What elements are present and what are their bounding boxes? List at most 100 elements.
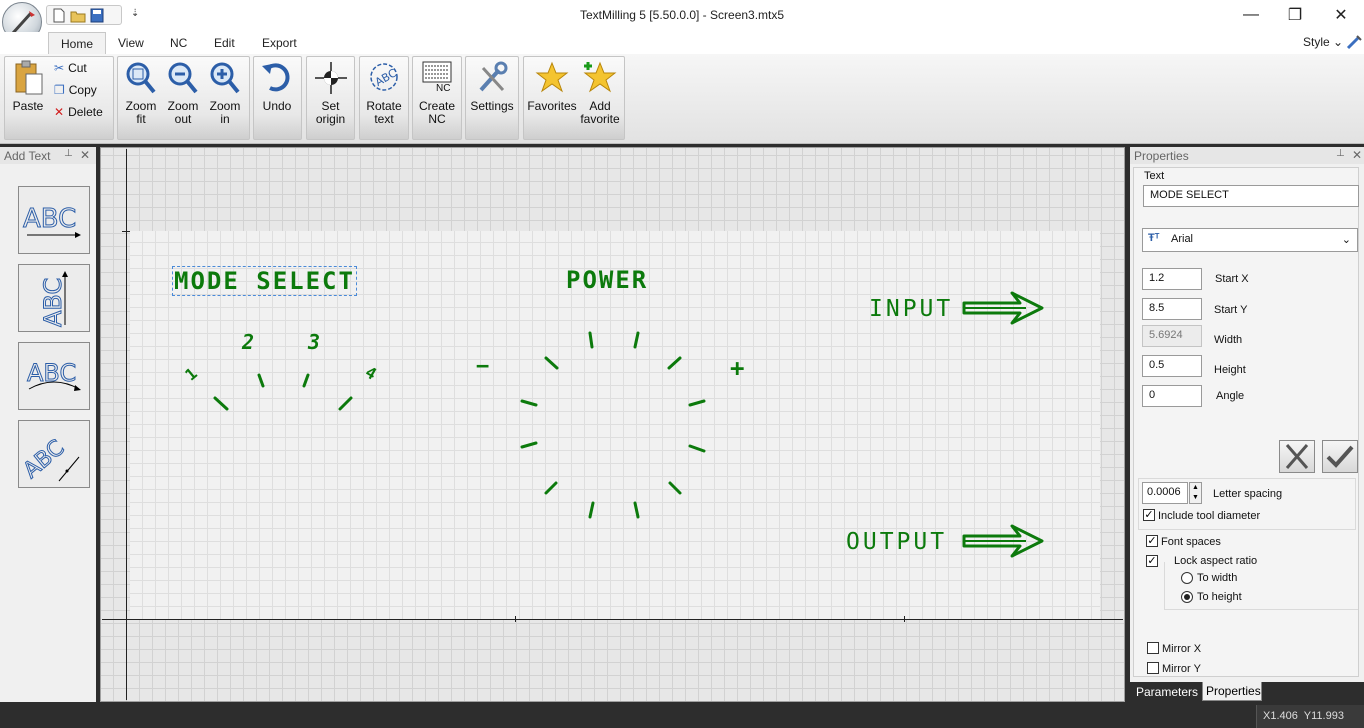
- pin-icon[interactable]: ⊥: [64, 148, 73, 159]
- chevron-down-icon: ⌄: [1341, 234, 1351, 246]
- tab-export[interactable]: Export: [262, 36, 297, 50]
- output-arrow-icon[interactable]: [962, 523, 1046, 559]
- properties-content: [1133, 167, 1359, 677]
- style-menu[interactable]: Style ⌄: [1303, 35, 1344, 49]
- star-icon: [535, 61, 569, 93]
- paste-icon: [15, 60, 43, 95]
- height-field[interactable]: 0.5: [1142, 355, 1202, 377]
- text-input-field[interactable]: MODE SELECT: [1143, 185, 1359, 207]
- cancel-button[interactable]: [1279, 440, 1315, 473]
- x-axis-line: [102, 619, 1123, 620]
- text-plus[interactable]: +: [730, 354, 747, 382]
- undo-arrow-icon: [262, 63, 290, 92]
- close-panel-icon[interactable]: ✕: [80, 148, 91, 162]
- undo-group: [253, 56, 302, 140]
- svg-text:ABC: ABC: [19, 435, 69, 483]
- axis-tick: [515, 616, 516, 622]
- quick-access-dropdown-icon[interactable]: ⇣: [131, 8, 140, 19]
- zoom-fit-icon: [126, 62, 156, 94]
- text-minus[interactable]: −: [476, 354, 492, 379]
- angle-field[interactable]: 0: [1142, 385, 1202, 407]
- start-x-field[interactable]: 1.2: [1142, 268, 1202, 290]
- copy-button[interactable]: ❐Copy: [54, 83, 97, 97]
- vertical-text-icon: ABC: [39, 271, 68, 328]
- zoom-in-icon: [210, 62, 240, 94]
- close-panel-icon[interactable]: ✕: [1352, 148, 1363, 162]
- window-title: TextMilling 5 [5.50.0.0] - Screen3.mtx5: [579, 8, 785, 22]
- mirror-y-label: Mirror Y: [1162, 663, 1201, 675]
- y-axis-line: [126, 149, 127, 700]
- text-number-2[interactable]: 2: [242, 330, 257, 354]
- arc-text-button[interactable]: ABC: [18, 342, 90, 410]
- power-dial-ticks[interactable]: [510, 325, 720, 525]
- paste-button[interactable]: Paste: [8, 60, 48, 113]
- include-tool-diameter-checkbox[interactable]: ✓: [1143, 509, 1155, 521]
- font-spaces-label: Font spaces: [1161, 536, 1221, 548]
- angled-text-button[interactable]: ABC: [18, 420, 90, 488]
- include-tool-diameter-label: Include tool diameter: [1158, 510, 1261, 522]
- tab-nc[interactable]: NC: [170, 36, 188, 50]
- favorites-group: [523, 56, 625, 140]
- open-folder-icon[interactable]: [70, 8, 86, 23]
- text-output[interactable]: OUTPUT: [846, 529, 948, 555]
- font-type-icon: Ŧᵀ: [1148, 232, 1160, 244]
- letter-spacing-spinner[interactable]: ▲▼: [1189, 482, 1202, 504]
- cut-button[interactable]: ✂Cut: [54, 61, 87, 75]
- text-label: Text: [1144, 170, 1165, 182]
- text-mode-select[interactable]: MODE SELECT: [172, 266, 357, 296]
- save-icon[interactable]: [90, 8, 104, 23]
- mirror-x-checkbox[interactable]: [1147, 642, 1159, 654]
- angled-text-icon: ABC: [18, 435, 80, 484]
- svg-text:ABC: ABC: [23, 204, 76, 234]
- straight-text-icon: ABC: [23, 204, 81, 238]
- vertical-text-button[interactable]: ABC: [18, 264, 90, 332]
- lock-aspect-ratio-checkbox[interactable]: ✓: [1146, 555, 1158, 567]
- tab-edit[interactable]: Edit: [214, 36, 235, 50]
- crosshair-origin-icon: [314, 62, 347, 94]
- add-star-icon: [583, 61, 617, 93]
- mirror-y-checkbox[interactable]: [1147, 662, 1159, 674]
- tab-view[interactable]: View: [118, 36, 144, 50]
- settings-button[interactable]: Settings: [468, 60, 516, 113]
- close-window-button[interactable]: ✕: [1334, 7, 1348, 24]
- new-file-icon[interactable]: [52, 8, 66, 23]
- tab-properties[interactable]: Properties: [1202, 682, 1262, 701]
- start-y-field[interactable]: 8.5: [1142, 298, 1202, 320]
- delete-button[interactable]: ✕Delete: [54, 105, 103, 119]
- mode-select-dial-ticks[interactable]: [160, 320, 420, 430]
- font-select[interactable]: Ŧᵀ Arial ⌄: [1142, 228, 1358, 252]
- axis-tick: [904, 616, 905, 622]
- tab-parameters[interactable]: Parameters: [1136, 685, 1199, 699]
- font-spaces-checkbox[interactable]: ✓: [1146, 535, 1158, 547]
- pin-icon[interactable]: ⊥: [1336, 148, 1345, 159]
- text-power[interactable]: POWER: [566, 266, 649, 294]
- letter-spacing-field[interactable]: 0.0006: [1142, 482, 1188, 504]
- straight-text-button[interactable]: ABC: [18, 186, 90, 254]
- input-arrow-icon[interactable]: [962, 290, 1046, 326]
- undo-button[interactable]: Undo: [256, 60, 298, 113]
- nc-program-icon: [422, 61, 452, 83]
- cancel-x-icon: [1285, 444, 1309, 469]
- text-input[interactable]: INPUT: [869, 296, 954, 322]
- tab-home[interactable]: Home: [48, 32, 107, 55]
- paint-brush-icon[interactable]: [1346, 34, 1362, 50]
- minimize-button[interactable]: —: [1243, 6, 1259, 23]
- mirror-x-label: Mirror X: [1162, 643, 1202, 655]
- maximize-button[interactable]: ❐: [1287, 7, 1303, 24]
- copy-icon: ❐: [54, 83, 65, 97]
- to-height-radio[interactable]: [1181, 591, 1193, 603]
- to-width-radio[interactable]: [1181, 572, 1193, 584]
- height-label: Height: [1214, 364, 1246, 376]
- aspect-ratio-group: [1164, 562, 1358, 610]
- apply-button[interactable]: [1322, 440, 1358, 473]
- text-number-3[interactable]: 3: [308, 330, 323, 354]
- favorites-button[interactable]: Favorites: [527, 60, 577, 113]
- scissors-icon: ✂: [54, 61, 65, 75]
